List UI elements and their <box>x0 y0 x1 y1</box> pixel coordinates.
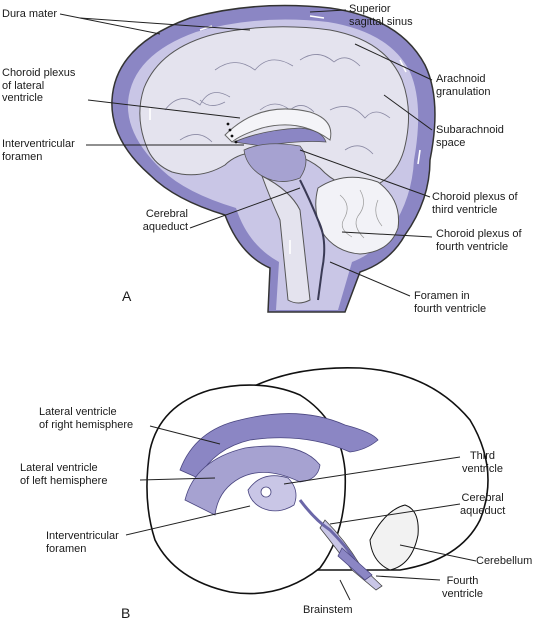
corpus-callosum <box>224 108 332 143</box>
panel-b-leader-lines <box>125 425 477 601</box>
label-foramen-fourth: Foramen in fourth ventricle <box>414 290 487 315</box>
fourth-ventricle-channel <box>299 179 326 301</box>
panel-b-letter: B <box>121 605 131 621</box>
label-brainstem: Brainstem <box>303 604 353 616</box>
panel-b-ventricles <box>146 366 489 595</box>
label-dura-mater: Dura mater <box>2 8 58 20</box>
label-interventricular-foramen-b: Interventricular foramen <box>46 530 119 555</box>
label-cerebral-aqueduct-a: Cerebral aqueduct <box>142 208 188 233</box>
label-arachnoid-granulation: Arachnoid granulation <box>436 73 491 98</box>
label-fourth-ventricle: Fourth ventricle <box>442 575 483 600</box>
label-superior-sagittal-sinus: Superior sagittal sinus <box>349 3 413 28</box>
label-cerebral-aqueduct-b: Cerebral aqueduct <box>460 492 506 517</box>
panel-a-leader-lines <box>59 9 433 297</box>
cerebellum-b <box>369 504 419 571</box>
third-ventricle-b <box>247 475 297 512</box>
foramen-dots <box>226 122 238 144</box>
label-choroid-plexus-lateral: Choroid plexus of lateral ventricle <box>2 67 76 104</box>
panel-a-letter: A <box>122 288 132 304</box>
lateral-ventricle-shape <box>232 127 327 147</box>
label-lateral-right: Lateral ventricle of right hemisphere <box>39 406 134 431</box>
cerebrum <box>139 26 410 189</box>
aqueduct-b <box>298 499 357 561</box>
label-choroid-plexus-fourth: Choroid plexus of fourth ventricle <box>436 228 522 253</box>
lateral-ventricle-right <box>179 413 379 479</box>
lateral-ventricle-left <box>184 445 321 516</box>
label-choroid-plexus-third: Choroid plexus of third ventricle <box>432 191 518 216</box>
panel-a-sagittal-brain <box>111 4 436 313</box>
gyri-folds <box>164 54 391 155</box>
label-lateral-left: Lateral ventricle of left hemisphere <box>20 462 108 487</box>
massa-intermedia <box>260 486 272 498</box>
label-subarachnoid-space: Subarachnoid space <box>436 124 504 149</box>
label-interventricular-foramen-a: Interventricular foramen <box>2 138 75 163</box>
third-ventricle-shape <box>243 143 307 182</box>
fourth-ventricle-b <box>337 547 373 581</box>
label-third-ventricle: Third ventricle <box>462 450 503 475</box>
label-cerebellum: Cerebellum <box>476 555 533 567</box>
